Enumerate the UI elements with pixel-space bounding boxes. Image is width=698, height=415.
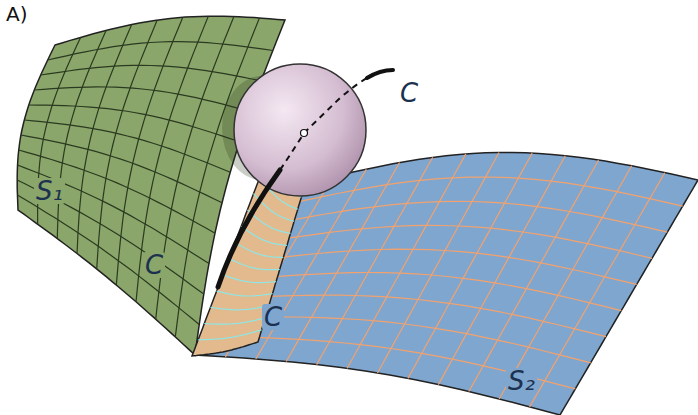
- grid-line: [347, 154, 466, 369]
- grid-line: [317, 157, 433, 364]
- spine-curve-hidden: [280, 78, 367, 170]
- grid-line: [116, 17, 183, 285]
- grid-line: [77, 25, 132, 254]
- part-label: S₂: [506, 368, 537, 394]
- grid-line: [41, 65, 261, 81]
- part-label: C: [262, 304, 284, 330]
- grid-line: [241, 226, 287, 245]
- grid-line: [34, 87, 250, 112]
- grid-line: [48, 42, 273, 60]
- grid-line: [408, 153, 532, 378]
- grid-line: [19, 150, 215, 233]
- grid-line: [17, 195, 199, 325]
- grid-line: [235, 242, 283, 257]
- grid-line: [204, 318, 265, 324]
- grid-line: [211, 306, 269, 310]
- grid-line: [378, 153, 500, 374]
- grid-line: [253, 249, 636, 284]
- rolling-ball: [234, 64, 366, 196]
- part-label: C: [143, 252, 165, 278]
- grid-line: [242, 273, 622, 311]
- spine-curve-end: [367, 70, 393, 78]
- grid-line: [18, 165, 210, 264]
- grid-line: [198, 330, 261, 340]
- grid-line: [24, 120, 230, 172]
- grid-line: [97, 20, 158, 269]
- panel-letter: A): [4, 4, 29, 24]
- grid-line: [230, 295, 606, 337]
- ball-center: [301, 130, 308, 137]
- grid-line: [469, 160, 599, 392]
- part-label: C: [398, 80, 420, 106]
- grid-line: [438, 156, 565, 385]
- grid-line: [277, 201, 668, 232]
- grid-line: [223, 275, 276, 283]
- grid-line: [229, 259, 280, 270]
- grid-line: [217, 291, 273, 296]
- grid-line: [57, 30, 106, 238]
- grid-line: [499, 166, 632, 399]
- spine-curve: [218, 170, 280, 287]
- part-label: S₁: [34, 178, 65, 204]
